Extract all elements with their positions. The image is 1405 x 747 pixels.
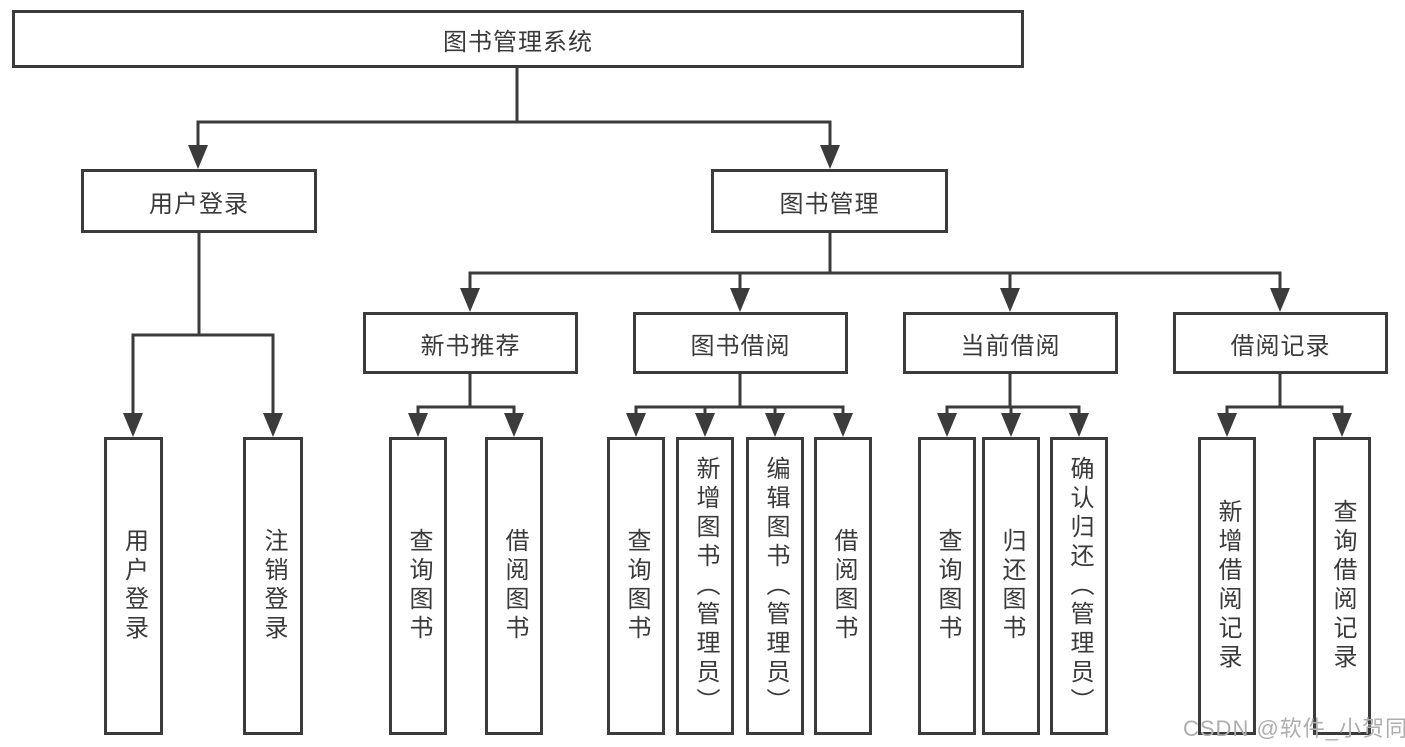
leaf-edit-book-admin-label: 编辑图书（管理员）: [762, 455, 789, 717]
leaf-logout-label: 注销登录: [260, 528, 287, 644]
node-root-label: 图书管理系统: [443, 28, 593, 56]
node-current-borrow-label: 当前借阅: [960, 332, 1061, 360]
leaf-query-books-recommend: 查询图书: [389, 437, 447, 735]
leaf-borrow-books: 借阅图书: [814, 437, 872, 735]
node-new-book-recommend: 新书推荐: [363, 312, 578, 374]
leaf-confirm-return-admin: 确认归还（管理员）: [1050, 437, 1108, 735]
leaf-borrow-books-recommend-label: 借阅图书: [501, 528, 528, 644]
node-user-login: 用户登录: [81, 169, 317, 233]
leaf-borrow-books-label: 借阅图书: [830, 528, 857, 644]
node-current-borrow: 当前借阅: [903, 312, 1118, 374]
leaf-user-login-label: 用户登录: [120, 528, 148, 644]
leaf-query-borrow-record: 查询借阅记录: [1313, 437, 1371, 735]
node-book-borrow-label: 图书借阅: [690, 332, 791, 360]
watermark: CSDN @软件_小贺同学: [1183, 716, 1405, 741]
node-new-book-recommend-label: 新书推荐: [420, 332, 521, 360]
node-book-management: 图书管理: [711, 169, 948, 233]
leaf-query-books-borrow: 查询图书: [607, 437, 665, 735]
leaf-logout: 注销登录: [243, 437, 303, 735]
leaf-add-book-admin: 新增图书（管理员）: [676, 437, 734, 735]
arrowheads: [123, 145, 1352, 437]
leaf-query-books-recommend-label: 查询图书: [405, 528, 432, 644]
connector-path: [131, 68, 1344, 415]
leaf-edit-book-admin: 编辑图书（管理员）: [746, 437, 804, 735]
node-user-login-label: 用户登录: [149, 190, 249, 218]
leaf-return-book: 归还图书: [982, 437, 1040, 735]
leaf-return-book-label: 归还图书: [998, 528, 1025, 644]
leaf-add-borrow-record: 新增借阅记录: [1198, 437, 1256, 735]
leaf-query-borrow-record-label: 查询借阅记录: [1329, 499, 1356, 673]
leaf-borrow-books-recommend: 借阅图书: [485, 437, 543, 735]
leaf-add-borrow-record-label: 新增借阅记录: [1214, 499, 1241, 673]
leaf-query-books-current-label: 查询图书: [934, 528, 961, 644]
node-book-borrow: 图书借阅: [633, 312, 848, 374]
leaf-confirm-return-admin-label: 确认归还（管理员）: [1066, 455, 1093, 717]
node-borrow-records-label: 借阅记录: [1230, 332, 1331, 360]
node-borrow-records: 借阅记录: [1173, 312, 1388, 374]
node-root: 图书管理系统: [12, 10, 1024, 68]
leaf-user-login: 用户登录: [104, 437, 163, 735]
leaf-query-books-borrow-label: 查询图书: [623, 528, 650, 644]
leaf-add-book-admin-label: 新增图书（管理员）: [692, 455, 719, 717]
leaf-query-books-current: 查询图书: [918, 437, 976, 735]
node-book-management-label: 图书管理: [779, 190, 880, 218]
